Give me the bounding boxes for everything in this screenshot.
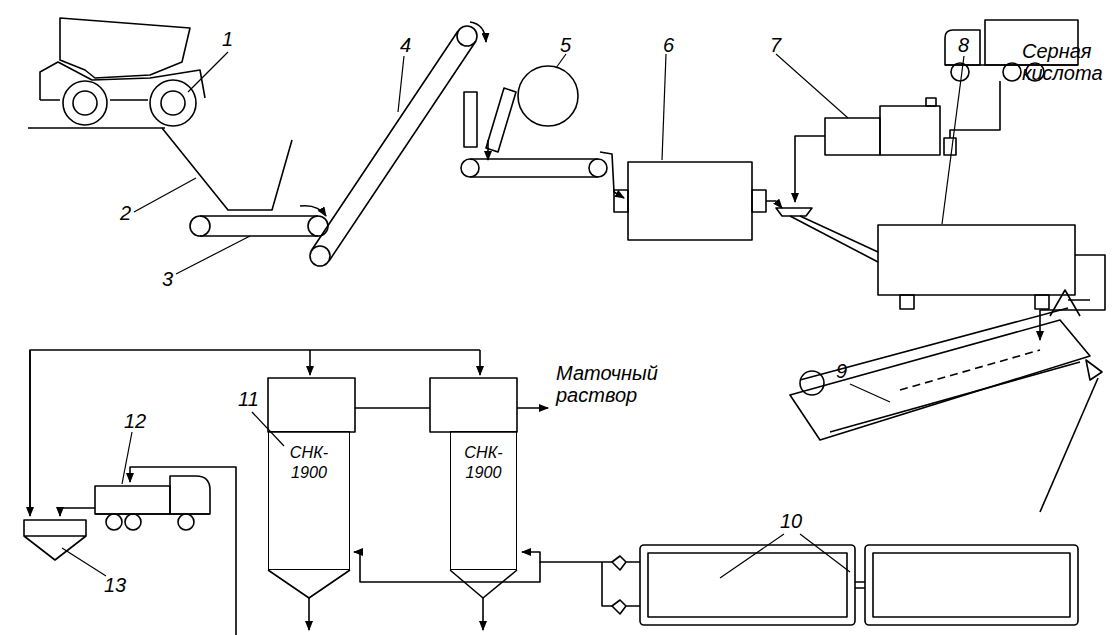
flow-arrow xyxy=(766,201,782,208)
settling-tank xyxy=(865,545,1078,625)
truck-cab xyxy=(170,476,210,514)
drum-nozzle xyxy=(752,190,766,212)
conveyor-roller xyxy=(308,216,328,236)
conveyor-belt xyxy=(470,159,598,177)
conveyor-roller xyxy=(461,159,479,177)
acid-tank xyxy=(825,118,880,155)
reactor-support xyxy=(1035,295,1049,309)
stream-label: Серная кислота xyxy=(1022,40,1108,84)
solution-line xyxy=(522,552,612,562)
screen-plate xyxy=(464,92,477,147)
discharge-line xyxy=(308,598,310,630)
mixer-chute xyxy=(776,208,812,216)
classifier-outlet xyxy=(1086,360,1102,380)
conveyor-belt xyxy=(200,216,318,236)
truck-wheel xyxy=(106,514,122,530)
discharge-line xyxy=(482,598,484,630)
column-vessel: СНК- 1900 xyxy=(268,431,350,570)
column-head xyxy=(268,378,355,432)
callout-number: 13 xyxy=(104,574,126,596)
callout-number: 3 xyxy=(162,268,173,290)
mother-liquor-line xyxy=(355,407,548,409)
reactor-support xyxy=(900,295,914,309)
return-line xyxy=(30,350,480,512)
drying-drum xyxy=(628,162,752,240)
conveyor-roller xyxy=(190,216,210,236)
callout-number: 10 xyxy=(780,510,802,532)
screen-chute xyxy=(486,88,516,152)
acid-valve xyxy=(926,98,936,106)
tank-inner xyxy=(873,553,1070,617)
acid-inlet xyxy=(944,138,956,155)
leaching-reactor xyxy=(878,225,1075,295)
leader-lines xyxy=(62,52,964,578)
callout-number: 9 xyxy=(836,360,847,382)
column-head xyxy=(430,378,517,432)
return-line xyxy=(29,350,31,516)
column-vessel: СНК- 1900 xyxy=(450,431,517,570)
tanker-wheel xyxy=(1003,63,1021,81)
column-cone xyxy=(268,570,350,598)
classifier-lift xyxy=(1050,290,1090,316)
truck-wheel xyxy=(125,514,141,530)
ground-line xyxy=(28,127,165,129)
acid-line xyxy=(795,136,825,202)
callout-number: 6 xyxy=(663,34,674,56)
classifier-screw xyxy=(900,350,1040,390)
flow-arrow xyxy=(300,206,326,216)
callout-number: 8 xyxy=(958,34,969,56)
truck-bed xyxy=(60,18,190,78)
stream-label: Маточный раствор xyxy=(556,362,666,406)
slurry-line xyxy=(1040,255,1105,340)
truck-wheel xyxy=(150,80,196,126)
classifier-drive xyxy=(800,371,824,395)
conveyor-roller xyxy=(589,159,607,177)
truck-chassis xyxy=(40,99,148,101)
acid-pump xyxy=(880,106,940,155)
truck-body xyxy=(95,486,170,514)
storage-bin xyxy=(24,520,86,560)
callout-number: 11 xyxy=(238,388,259,410)
return-line xyxy=(479,350,481,375)
tanker-cab xyxy=(945,30,980,65)
truck-hub xyxy=(161,91,185,115)
callout-number: 7 xyxy=(770,34,781,56)
solution-line xyxy=(354,552,612,606)
callout-number: 5 xyxy=(560,34,571,56)
classifier-trough xyxy=(790,320,1090,440)
unload-line xyxy=(60,508,95,516)
truck-hub xyxy=(73,91,97,115)
crusher-drum xyxy=(518,66,578,126)
pump-symbol xyxy=(612,556,640,614)
callout-number: 12 xyxy=(124,410,146,432)
truck-wheel xyxy=(178,514,194,530)
tanker-wheel xyxy=(951,63,969,81)
flow-arrow xyxy=(600,152,624,198)
node-text: СНК- 1900 xyxy=(451,442,516,482)
column-cone xyxy=(450,570,517,598)
drum-nozzle xyxy=(614,190,628,212)
callout-number: 4 xyxy=(400,34,411,56)
callout-number: 1 xyxy=(222,28,233,50)
node-text: СНК- 1900 xyxy=(269,442,349,482)
classifier-rim xyxy=(800,308,1080,432)
product-line xyxy=(130,467,236,635)
tank-inner xyxy=(648,553,847,617)
receiving-hopper xyxy=(162,128,292,210)
sand-pipe xyxy=(1040,378,1098,512)
flow-arrow xyxy=(470,22,486,42)
tank-link xyxy=(855,582,865,588)
truck-wheel xyxy=(63,81,107,125)
flow-arrow xyxy=(487,140,489,160)
settling-tank xyxy=(640,545,855,625)
return-line xyxy=(309,350,311,375)
callout-number: 2 xyxy=(120,202,131,224)
feed-pipe xyxy=(790,216,878,262)
inclined-belt xyxy=(311,31,476,261)
